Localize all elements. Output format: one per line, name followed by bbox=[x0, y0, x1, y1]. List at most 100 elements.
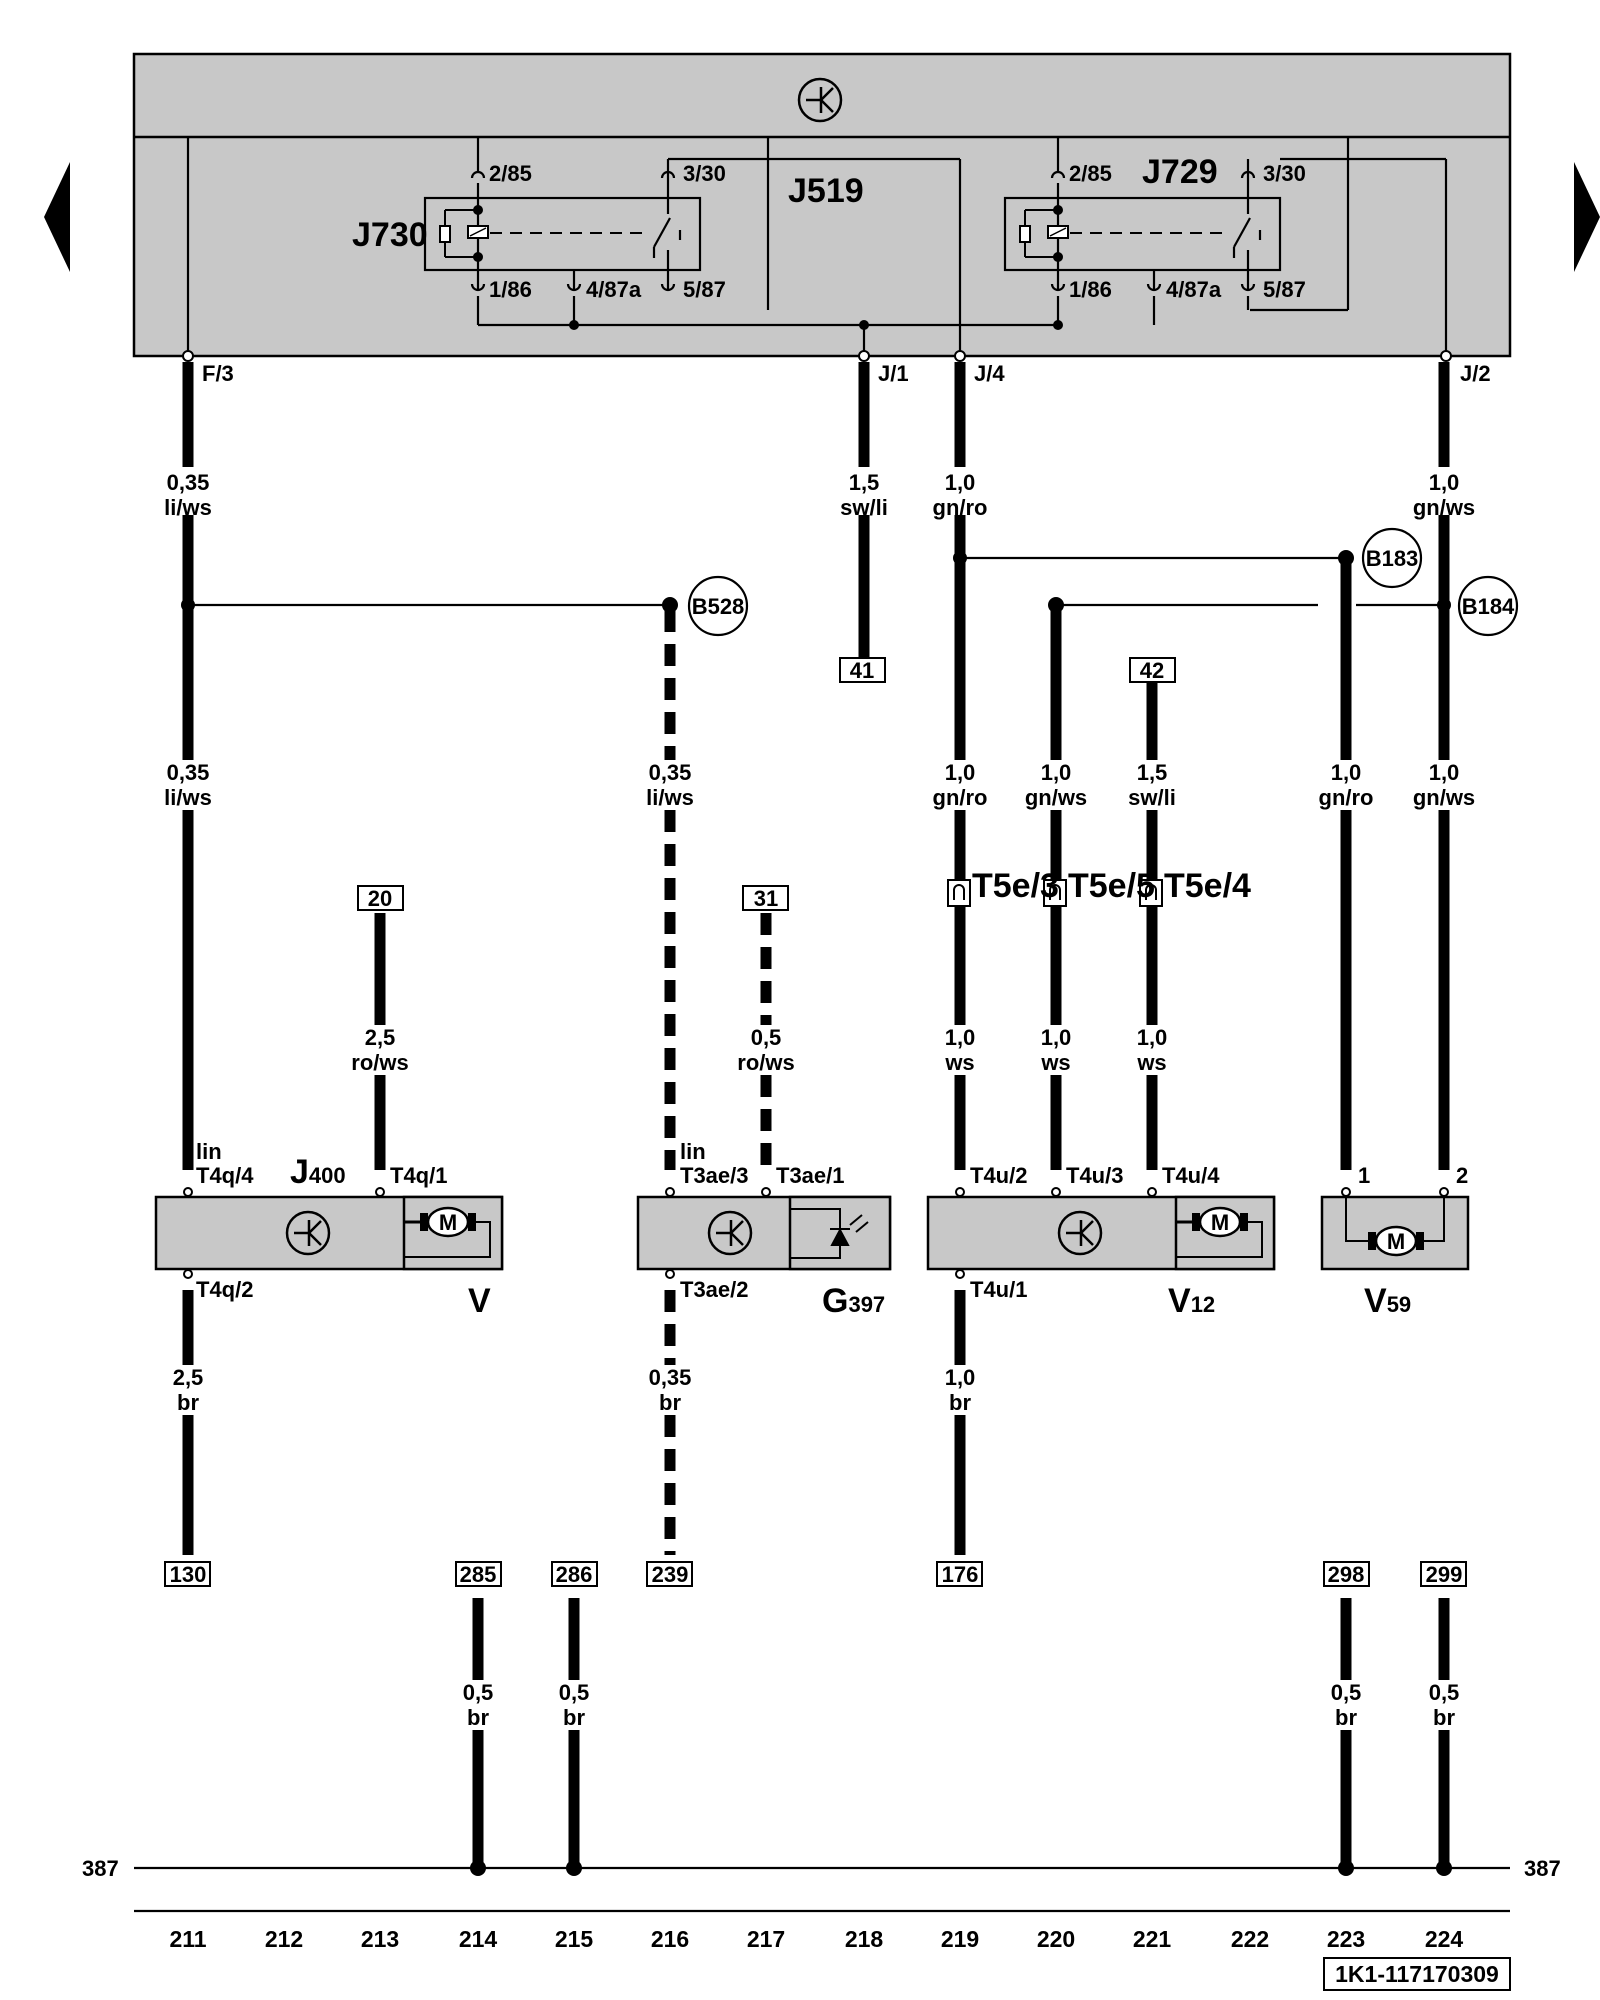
connector-label: T5e/5 bbox=[1068, 867, 1155, 905]
svg-text:T4q/4: T4q/4 bbox=[196, 1163, 254, 1188]
wires bbox=[182, 362, 1450, 1868]
reference-boxes: 41 42 20 31 130 285 286 239 176 298 299 bbox=[164, 657, 1467, 1587]
svg-text:sw/li: sw/li bbox=[840, 495, 888, 520]
relay-name: J730 bbox=[352, 216, 428, 254]
svg-text:1,0: 1,0 bbox=[945, 470, 976, 495]
output-pin-label: J/1 bbox=[878, 361, 909, 386]
svg-text:1,5: 1,5 bbox=[849, 470, 880, 495]
svg-text:219: 219 bbox=[941, 1926, 979, 1952]
output-pin-label: F/3 bbox=[202, 361, 234, 386]
relay-pin-label: 1/86 bbox=[489, 277, 532, 302]
photodiode-icon bbox=[790, 1208, 869, 1259]
svg-text:B184: B184 bbox=[1462, 594, 1515, 619]
output-pin-label: J/4 bbox=[974, 361, 1005, 386]
relay-pin-label: 2/85 bbox=[489, 161, 532, 186]
relay-pin-label: 4/87a bbox=[1166, 277, 1222, 302]
component-v12-wiper-motor: M T4u/2 T4u/3 T4u/4 T4u/1 V12 bbox=[926, 1163, 1276, 1320]
svg-text:0,35: 0,35 bbox=[167, 470, 210, 495]
relay-pin-label: 4/87a bbox=[586, 277, 642, 302]
component-name: G397 bbox=[822, 1282, 885, 1320]
svg-text:1,0: 1,0 bbox=[1429, 760, 1460, 785]
svg-text:T3ae/3: T3ae/3 bbox=[680, 1163, 749, 1188]
svg-text:T4u/1: T4u/1 bbox=[970, 1277, 1027, 1302]
relay-pin-label: 3/30 bbox=[683, 161, 726, 186]
svg-text:gn/ro: gn/ro bbox=[933, 785, 988, 810]
relay-j730: J730 2/85 3/30 1/86 4/87a 5/87 bbox=[352, 161, 726, 302]
control-unit-symbol-icon bbox=[797, 77, 843, 123]
svg-text:ws: ws bbox=[1040, 1050, 1070, 1075]
svg-text:212: 212 bbox=[265, 1926, 303, 1952]
control-unit-name: J519 bbox=[788, 172, 864, 210]
motor-icon: M bbox=[1345, 1192, 1445, 1257]
component-j400-wiper-motor: M lin T4q/4 T4q/1 T4q/2 J400 V bbox=[154, 1139, 504, 1320]
svg-text:2,5: 2,5 bbox=[173, 1365, 204, 1390]
svg-text:gn/ws: gn/ws bbox=[1413, 785, 1475, 810]
svg-text:1,0: 1,0 bbox=[1041, 1025, 1072, 1050]
svg-text:B183: B183 bbox=[1366, 546, 1419, 571]
motor-icon: M bbox=[404, 1206, 491, 1258]
svg-text:ws: ws bbox=[1136, 1050, 1166, 1075]
component-v59-pump-motor: M 1 2 V59 bbox=[1320, 1163, 1470, 1320]
svg-text:211: 211 bbox=[169, 1926, 206, 1952]
svg-text:387: 387 bbox=[82, 1856, 119, 1881]
svg-text:286: 286 bbox=[556, 1562, 593, 1587]
svg-text:T3ae/2: T3ae/2 bbox=[680, 1277, 749, 1302]
relay-name: J729 bbox=[1142, 153, 1218, 191]
svg-text:0,5: 0,5 bbox=[1429, 1680, 1460, 1705]
svg-text:gn/ws: gn/ws bbox=[1413, 495, 1475, 520]
control-unit-symbol-icon bbox=[1057, 1210, 1103, 1256]
svg-text:br: br bbox=[177, 1390, 199, 1415]
svg-text:220: 220 bbox=[1037, 1926, 1075, 1952]
svg-text:gn/ro: gn/ro bbox=[1319, 785, 1374, 810]
svg-text:0,35: 0,35 bbox=[167, 760, 210, 785]
svg-text:li/ws: li/ws bbox=[646, 785, 694, 810]
svg-text:T3ae/1: T3ae/1 bbox=[776, 1163, 845, 1188]
wire-labels: 0,35 li/ws 1,5 sw/li 1,0 gn/ro 1,0 gn/ws… bbox=[164, 470, 1475, 1730]
svg-text:T4u/3: T4u/3 bbox=[1066, 1163, 1123, 1188]
svg-text:0,35: 0,35 bbox=[649, 1365, 692, 1390]
column-numbers: 211 212 213 214 215 216 217 218 219 220 … bbox=[169, 1926, 1463, 1952]
svg-text:gn/ws: gn/ws bbox=[1025, 785, 1087, 810]
svg-text:0,5: 0,5 bbox=[559, 1680, 590, 1705]
control-unit-symbol-icon bbox=[707, 1210, 753, 1256]
component-name: V bbox=[468, 1282, 491, 1320]
nav-next-arrow-icon[interactable] bbox=[1574, 162, 1600, 272]
svg-text:1,0: 1,0 bbox=[1331, 760, 1362, 785]
svg-text:sw/li: sw/li bbox=[1128, 785, 1176, 810]
svg-text:31: 31 bbox=[754, 886, 778, 911]
svg-text:224: 224 bbox=[1425, 1926, 1464, 1952]
relay-pin-label: 5/87 bbox=[683, 277, 726, 302]
nav-prev-arrow-icon[interactable] bbox=[44, 162, 70, 272]
svg-text:M: M bbox=[439, 1210, 457, 1235]
svg-text:li/ws: li/ws bbox=[164, 785, 212, 810]
svg-text:1,5: 1,5 bbox=[1137, 760, 1168, 785]
document-id: 1K1-117170309 bbox=[1323, 1957, 1511, 1991]
svg-text:lin: lin bbox=[680, 1139, 706, 1164]
control-unit-symbol-icon bbox=[285, 1210, 331, 1256]
connector-label: T5e/3 bbox=[972, 867, 1059, 905]
svg-text:298: 298 bbox=[1328, 1562, 1365, 1587]
svg-text:T4q/1: T4q/1 bbox=[390, 1163, 447, 1188]
svg-text:221: 221 bbox=[1133, 1926, 1172, 1952]
svg-text:br: br bbox=[1433, 1705, 1455, 1730]
svg-text:1,0: 1,0 bbox=[1137, 1025, 1168, 1050]
svg-text:1,0: 1,0 bbox=[1429, 470, 1460, 495]
svg-text:0,35: 0,35 bbox=[649, 760, 692, 785]
component-name: V59 bbox=[1364, 1282, 1411, 1320]
svg-text:T4u/2: T4u/2 bbox=[970, 1163, 1027, 1188]
svg-text:214: 214 bbox=[459, 1926, 498, 1952]
svg-text:2: 2 bbox=[1456, 1163, 1468, 1188]
svg-text:M: M bbox=[1387, 1229, 1405, 1254]
svg-text:20: 20 bbox=[368, 886, 392, 911]
svg-text:176: 176 bbox=[942, 1562, 979, 1587]
svg-text:0,5: 0,5 bbox=[751, 1025, 782, 1050]
svg-text:1: 1 bbox=[1358, 1163, 1370, 1188]
svg-text:br: br bbox=[1335, 1705, 1357, 1730]
svg-text:215: 215 bbox=[555, 1926, 594, 1952]
svg-text:41: 41 bbox=[850, 658, 874, 683]
svg-text:br: br bbox=[949, 1390, 971, 1415]
svg-text:299: 299 bbox=[1426, 1562, 1463, 1587]
relay-pin-label: 2/85 bbox=[1069, 161, 1112, 186]
svg-text:M: M bbox=[1211, 1210, 1229, 1235]
